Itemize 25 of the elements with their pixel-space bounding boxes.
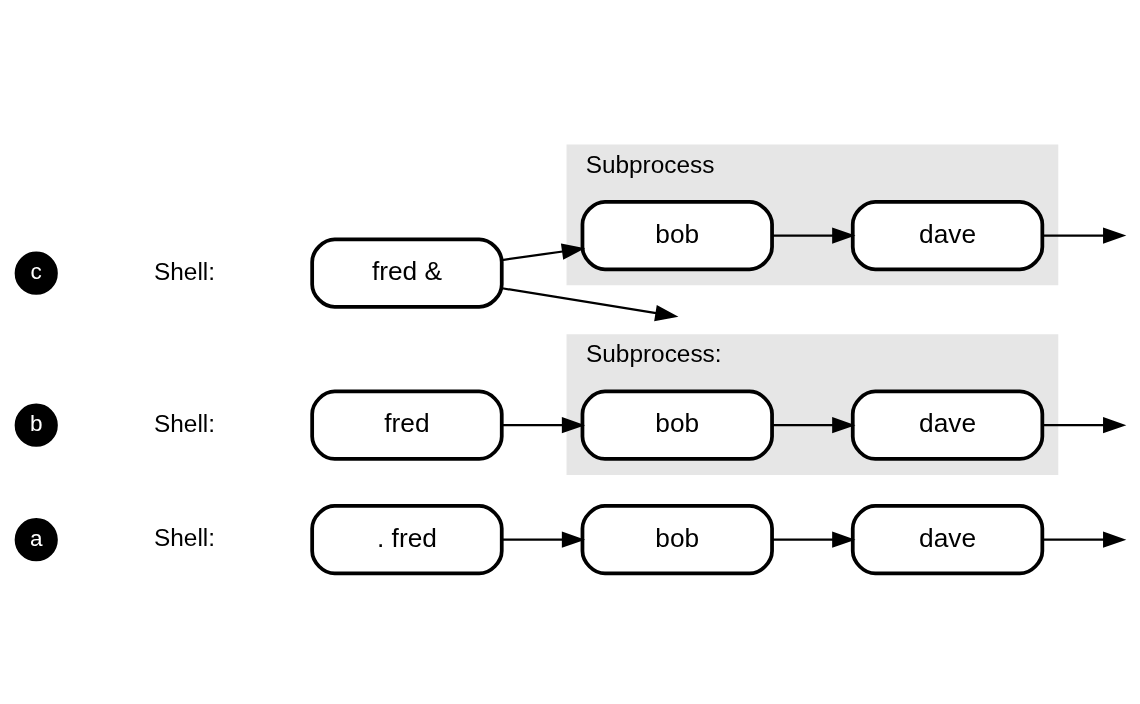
arrow [772,227,856,244]
arrow [1042,417,1127,434]
node-box: bob [580,504,774,576]
arrow [772,417,856,434]
label: Shell: [154,409,216,437]
label: b [29,411,43,437]
arrow [772,531,856,548]
arrow [501,287,679,322]
node-box: bob [580,199,774,272]
arrow [1042,531,1127,548]
label: Shell: [154,257,216,285]
label: Shell: [154,524,216,552]
arrow [502,417,586,434]
arrow [501,243,586,262]
node-box: fred & [310,237,504,309]
node-box: dave [850,504,1045,576]
arrow [502,531,586,548]
arrow [1042,227,1127,244]
node-box: dave [850,389,1045,461]
label: c [30,258,42,284]
label: a [29,525,43,551]
node-box: dave [850,199,1045,272]
node-box: bob [580,389,774,461]
node-box: fred [310,389,504,461]
node-box: . fred [310,504,504,576]
